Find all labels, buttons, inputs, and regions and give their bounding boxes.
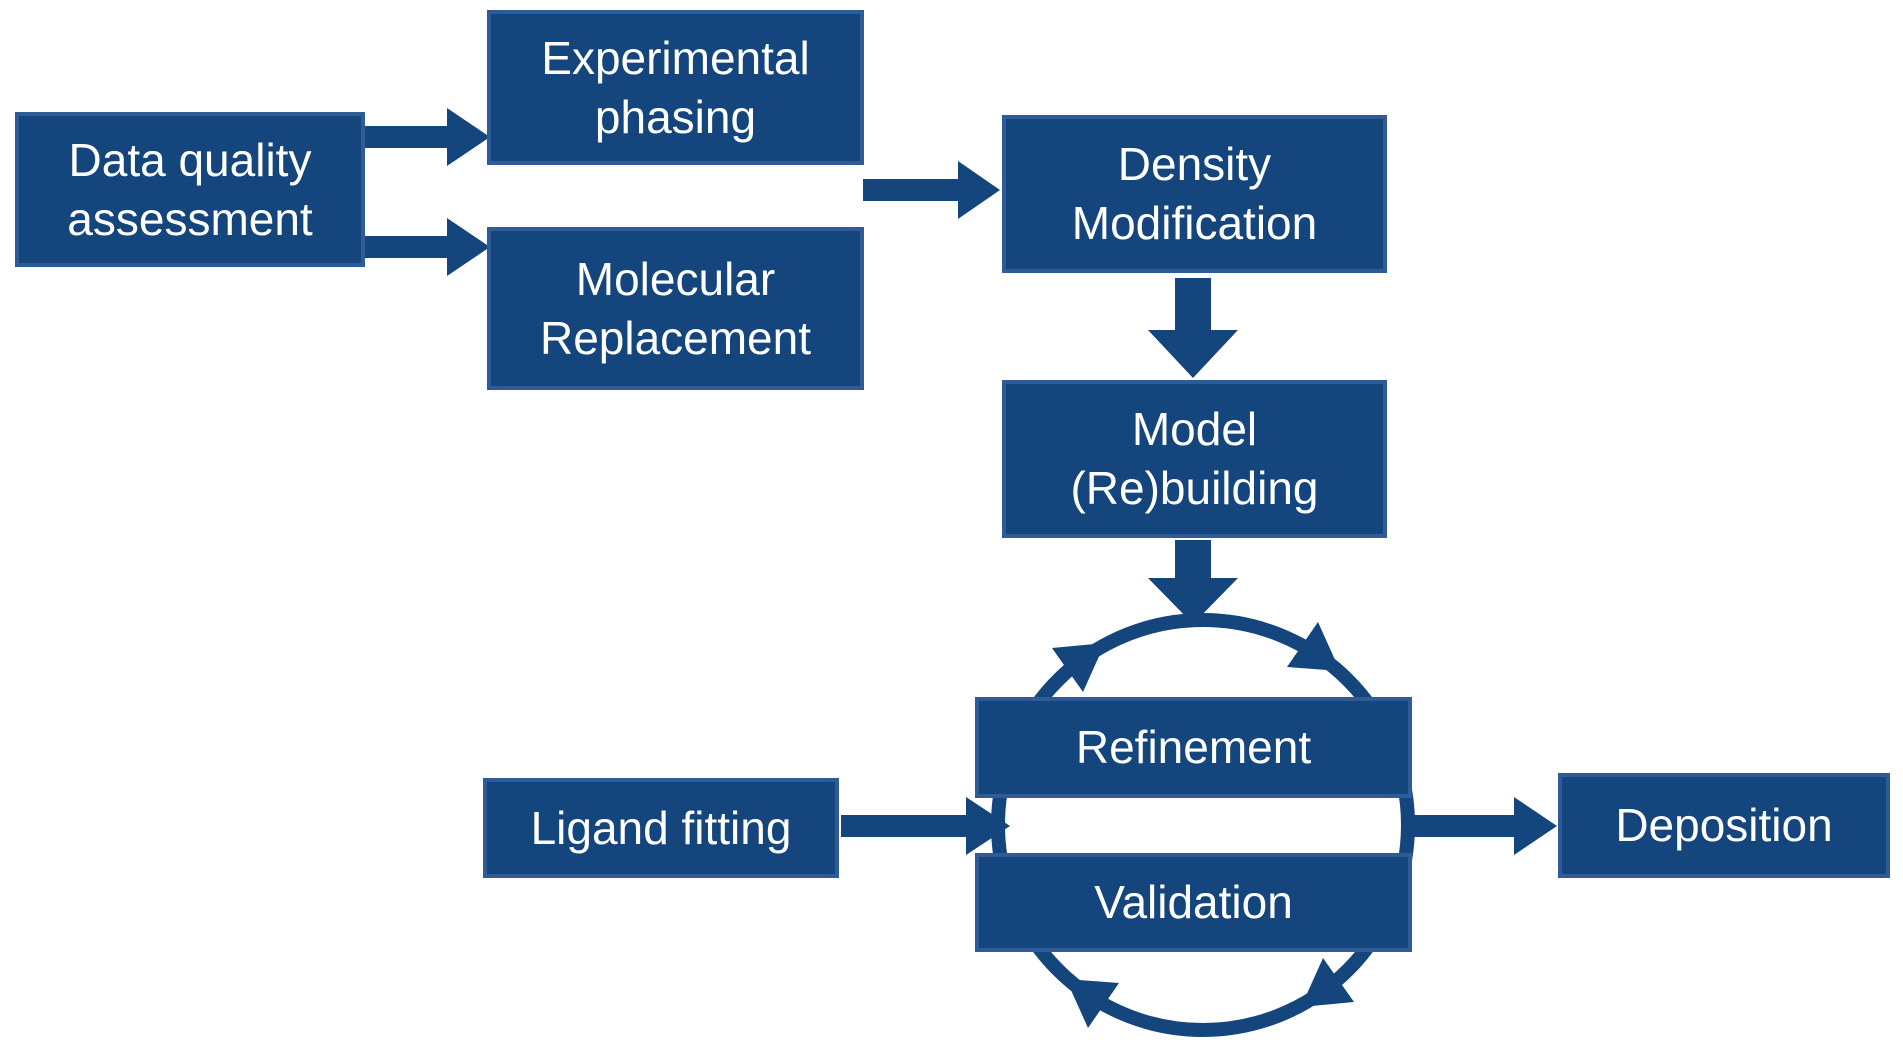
node-validation: Validation <box>975 853 1412 952</box>
node-refinement: Refinement <box>975 697 1412 798</box>
arrow-dataquality-to-experimental-icon <box>365 108 490 166</box>
node-label-line: Model <box>1131 403 1258 456</box>
arrow-dataquality-to-molecular-icon <box>365 218 490 276</box>
node-label-line: Ligand fitting <box>530 801 792 854</box>
node-deposition: Deposition <box>1558 773 1890 878</box>
node-label-line: Molecular <box>575 252 776 305</box>
arrow-cycle-to-deposition-icon <box>1413 797 1557 855</box>
cycle-arrowhead-top-right-icon <box>1287 622 1340 671</box>
cycle-arrowhead-bottom-left-icon <box>1066 979 1119 1028</box>
arrow-ligand-to-cycle-icon <box>841 797 1010 855</box>
node-label-line: (Re)building <box>1070 462 1319 514</box>
node-label-line: Density <box>1117 138 1272 191</box>
node-molecular-replacement: Molecular Replacement <box>487 227 864 390</box>
cycle-arrowhead-top-left-icon <box>1052 643 1105 692</box>
cycle-arrowhead-bottom-right-icon <box>1301 958 1354 1007</box>
node-label-line: Experimental <box>541 31 810 84</box>
node-label-line: Data quality <box>68 133 312 186</box>
node-data-quality-assessment: Data quality assessment <box>15 112 365 267</box>
node-label-line: Modification <box>1071 197 1318 249</box>
node-model-rebuilding: Model (Re)building <box>1002 380 1387 538</box>
node-experimental-phasing: Experimental phasing <box>487 10 864 165</box>
cycle-ring <box>991 613 1415 1037</box>
node-label-line: phasing <box>594 90 757 143</box>
node-density-modification: Density Modification <box>1002 115 1387 273</box>
node-label-line: Replacement <box>539 311 812 364</box>
arrow-phasing-to-density-icon <box>863 161 1000 219</box>
node-label-line: Validation <box>1094 876 1293 929</box>
arrow-density-to-model-icon <box>1148 278 1238 378</box>
node-ligand-fitting: Ligand fitting <box>483 778 839 878</box>
node-label-line: Deposition <box>1615 799 1833 852</box>
node-label-line: assessment <box>67 192 313 245</box>
arrow-model-to-cycle-icon <box>1148 540 1238 624</box>
node-label-line: Refinement <box>1075 721 1312 774</box>
